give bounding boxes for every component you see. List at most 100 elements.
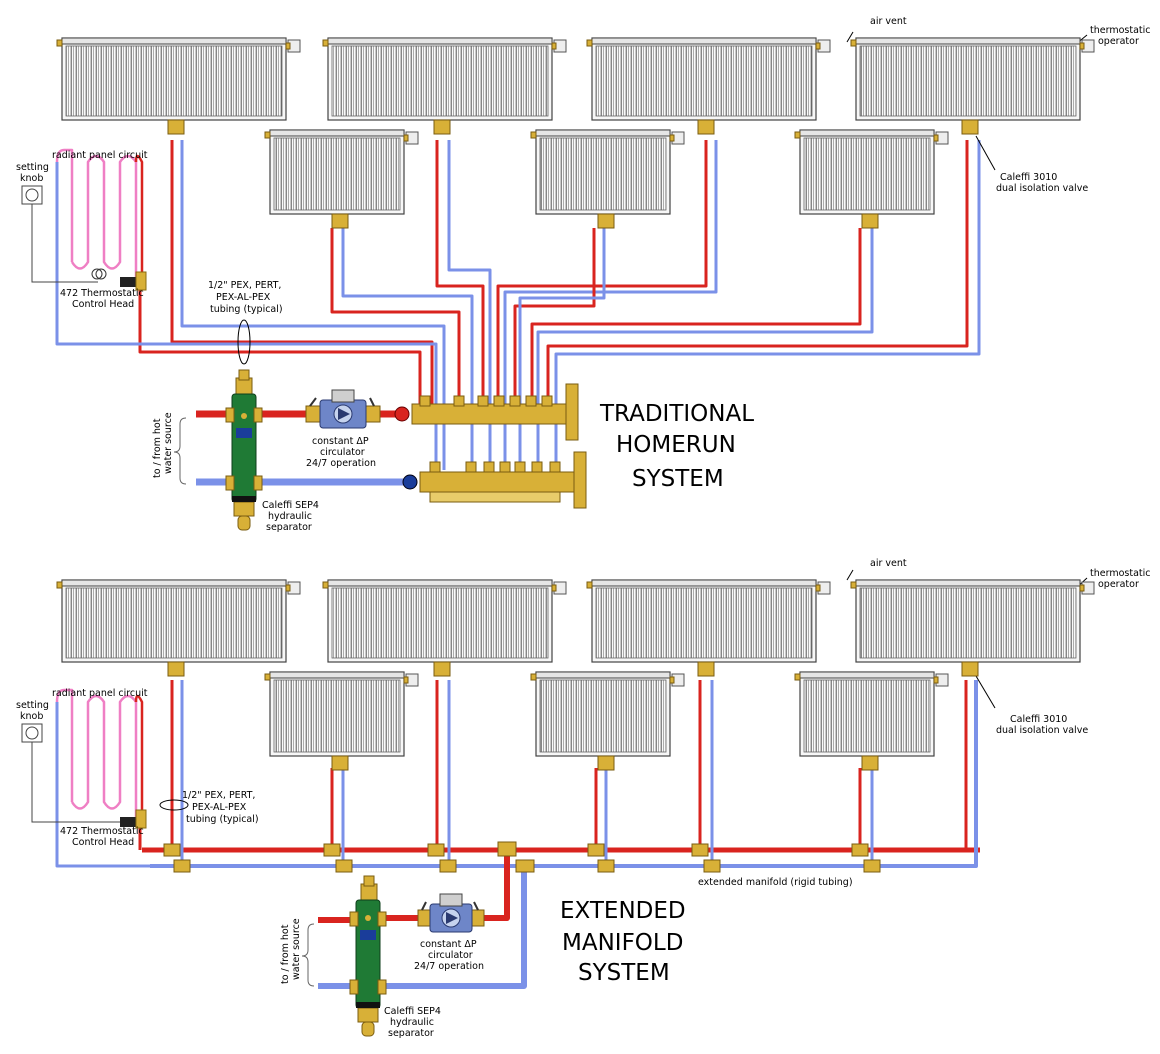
thermostatic-head-label-1: 472 Thermostatic [60,288,144,299]
tubing-label-1: 1/2" PEX, PERT, [208,280,281,291]
separator-label-bottom-1: Caleffi SEP4 [384,1006,441,1017]
isolation-valve-label-2: dual isolation valve [996,183,1088,194]
air-vent-icon [794,673,801,681]
hot-water-source-label-bottom-1: to / from hot [280,924,291,984]
hot-water-source-label-1: to / from hot [152,418,163,478]
air-vent-icon [322,581,329,589]
air-vent-icon [586,39,593,47]
air-vent-label-bottom: air vent [870,558,907,569]
air-vent-icon [586,581,593,589]
air-vent-icon [264,131,271,139]
circulator-label-bottom-2: circulator [428,950,473,961]
separator-label-bottom-2: hydraulic [390,1017,434,1028]
dual-isolation-valve-icon [331,755,349,771]
air-vent-icon [322,39,329,47]
tubing-label-bottom-1: 1/2" PEX, PERT, [182,790,255,801]
panel-radiator [264,129,419,229]
thermostatic-operator-label-bottom-2: operator [1098,579,1139,590]
extended-manifold-system: air vent thermostatic operator setting k… [16,558,1150,1039]
system-title-bottom-line-2: MANIFOLD [562,930,683,956]
panel-radiator [850,37,1095,135]
dual-isolation-valve-icon [861,213,879,229]
air-vent-icon [850,39,857,47]
dual-isolation-valve-icon [167,661,185,677]
extended-piping [55,680,980,989]
thermostatic-operator-label-bottom-1: thermostatic [1090,568,1150,579]
extended-manifold-label: extended manifold (rigid tubing) [698,877,853,888]
hot-water-source-label-2: water source [163,412,174,474]
isolation-valve-label-bottom-2: dual isolation valve [996,725,1088,736]
system-title-bottom-line-3: SYSTEM [578,960,670,986]
isolation-valve-label-1: Caleffi 3010 [1000,172,1057,183]
panel-radiator [794,671,949,771]
thermostatic-head-label-2: Control Head [72,299,134,310]
panel-radiator [850,579,1095,677]
air-vent-icon [530,131,537,139]
thermostatic-operator-label-2: operator [1098,36,1139,47]
panel-radiator [322,579,567,677]
air-vent-icon [530,673,537,681]
panel-radiator [56,579,301,677]
air-vent-icon [850,581,857,589]
panel-radiator [264,671,419,771]
separator-label-3: separator [266,522,312,533]
circulator-label-bottom-3: 24/7 operation [414,961,484,972]
air-vent-icon [264,673,271,681]
circulator-label-bottom-1: constant ΔP [420,939,477,950]
hydraulic-separator-bottom [349,875,387,1037]
dual-isolation-valve-icon [433,119,451,135]
panel-radiator [586,579,831,677]
tubing-label-bottom-2: PEX-AL-PEX [192,802,247,813]
thermostatic-head-label-bottom-1: 472 Thermostatic [60,826,144,837]
manifold-tees [163,841,881,873]
circulator-label-1: constant ΔP [312,436,369,447]
system-title-line-1: TRADITIONAL [599,401,754,427]
setting-knob [21,185,147,291]
setting-knob-label-bottom-1: setting [16,700,49,711]
tubing-label-2: PEX-AL-PEX [216,292,271,303]
setting-knob-label-bottom-2: knob [20,711,43,722]
circulator-label-2: circulator [320,447,365,458]
circulator-bottom [417,893,485,933]
panel-radiator [794,129,949,229]
tubing-label-bottom-3: tubing (typical) [186,814,259,825]
system-title-line-2: HOMERUN [616,432,736,458]
setting-knob-label-1: setting [16,162,49,173]
air-vent-icon [794,131,801,139]
panel-radiator [586,37,831,135]
panel-radiator [56,37,301,135]
isolation-valve-label-bottom-1: Caleffi 3010 [1010,714,1067,725]
dual-isolation-valve-icon [961,661,979,677]
return-manifold [419,451,587,509]
dual-isolation-valve-icon [861,755,879,771]
dual-isolation-valve-icon [597,213,615,229]
hot-water-source-label-bottom-2: water source [291,918,302,980]
dual-isolation-valve-icon [433,661,451,677]
radiators [56,37,1095,771]
supply-manifold [411,383,579,441]
air-vent-icon [56,39,63,47]
thermostatic-head-label-bottom-2: Control Head [72,837,134,848]
dual-isolation-valve-icon [167,119,185,135]
dual-isolation-valve-icon [331,213,349,229]
dual-isolation-valve-icon [597,755,615,771]
separator-label-1: Caleffi SEP4 [262,500,319,511]
air-vent-label: air vent [870,16,907,27]
dual-isolation-valve-icon [697,119,715,135]
setting-knob-bottom [21,723,147,829]
hydraulic-separator [225,369,263,531]
separator-label-bottom-3: separator [388,1028,434,1039]
radiant-panel-circuit-label-bottom: radiant panel circuit [52,688,148,699]
system-title-bottom-line-1: EXTENDED [560,898,686,924]
setting-knob-label-2: knob [20,173,43,184]
circulator-label-3: 24/7 operation [306,458,376,469]
dual-isolation-valve-icon [697,661,715,677]
dual-isolation-valve-icon [961,119,979,135]
homerun-system: air vent thermostatic operator setting k… [16,16,1150,533]
panel-radiator [530,129,685,229]
system-title-line-3: SYSTEM [632,466,724,492]
thermostatic-operator-label-1: thermostatic [1090,25,1150,36]
air-vent-icon [56,581,63,589]
radiant-panel-circuit-label: radiant panel circuit [52,150,148,161]
